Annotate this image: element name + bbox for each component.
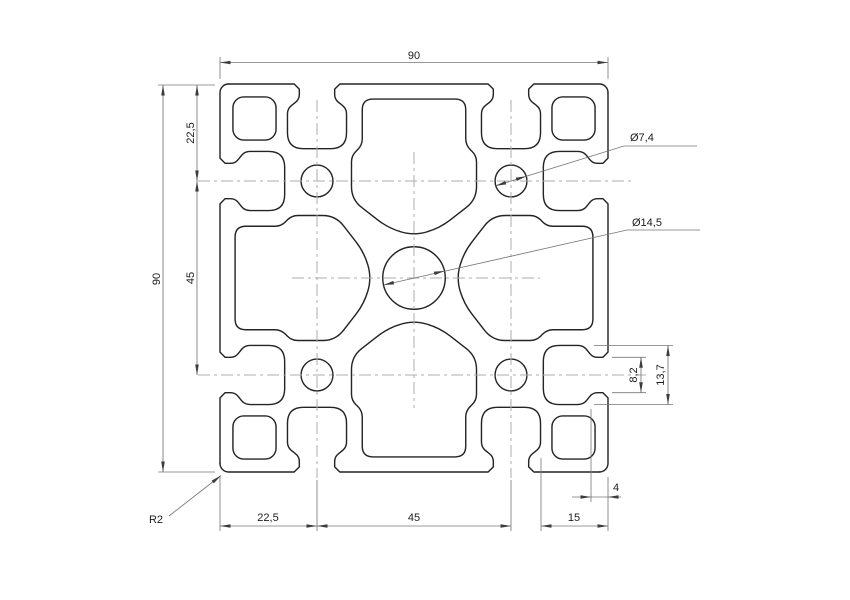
dim-label-left_slot_pitch: 45 (185, 272, 197, 284)
profile-outline (227, 83, 609, 150)
dim-label-bottom_edge_to_slot: 15 (568, 512, 580, 524)
dimension-arrow (580, 495, 591, 499)
dimension-arrow (161, 85, 165, 96)
leader-line (495, 145, 697, 187)
dimension-arrow (597, 60, 608, 65)
profile-geometry (219, 83, 609, 473)
chamber-cavity (350, 321, 478, 458)
dimension-arrow (597, 524, 608, 528)
dimension-arrow (495, 180, 507, 186)
dim-label-left_slot_offset: 22,5 (185, 122, 197, 143)
chamber-cavity (234, 214, 371, 342)
dimension-arrow (220, 60, 231, 65)
dimension-arrow (433, 271, 445, 276)
dim-label-lip_depth: 4 (613, 482, 619, 494)
corner-cavity (232, 415, 277, 460)
profile-outline (219, 406, 601, 473)
dimension-arrow (541, 524, 552, 528)
profile-outline (542, 91, 609, 473)
dim-label-corner_radius: R2 (149, 514, 163, 526)
leader-line (168, 475, 222, 517)
dimension-arrow (383, 280, 395, 285)
centerlines (198, 100, 646, 478)
dimension-arrow (211, 475, 221, 484)
dimension-arrow (639, 357, 643, 368)
dimension-arrow (317, 524, 328, 528)
dimension-arrow (500, 524, 511, 528)
dimension-arrow (639, 382, 643, 393)
dimension-arrow (220, 524, 231, 528)
dimension-arrow (306, 524, 317, 528)
dim-label-top_width: 90 (408, 50, 420, 62)
dim-label-bottom_slot_offset: 22,5 (257, 512, 278, 524)
dim-label-slot_cavity_width: 13,7 (655, 364, 667, 385)
dimension-arrow (195, 85, 199, 96)
dimension-arrow (195, 364, 199, 375)
dimension-arrow (195, 181, 199, 192)
dimension-arrow (195, 170, 199, 181)
corner-cavity (232, 96, 277, 141)
chamber-cavity (457, 214, 594, 342)
chamber-cavity (350, 98, 478, 235)
dim-label-left_height: 90 (151, 273, 163, 285)
dimension-arrow (608, 495, 619, 499)
dim-label-bottom_slot_pitch: 45 (408, 512, 420, 524)
corner-cavity (551, 96, 596, 141)
profile-outline (219, 83, 286, 465)
corner-cavity (551, 415, 596, 460)
dimension-arrow (666, 394, 670, 405)
dim-label-slot_opening: 8,2 (628, 367, 640, 382)
dim-label-core_hole_dia: Ø7,4 (630, 132, 654, 144)
dimension-arrow (161, 461, 165, 472)
dimension-arrow (666, 345, 670, 356)
dim-label-center_bore_dia: Ø14,5 (632, 217, 662, 229)
dimension-arrow (515, 176, 527, 182)
leader-line (383, 229, 700, 286)
